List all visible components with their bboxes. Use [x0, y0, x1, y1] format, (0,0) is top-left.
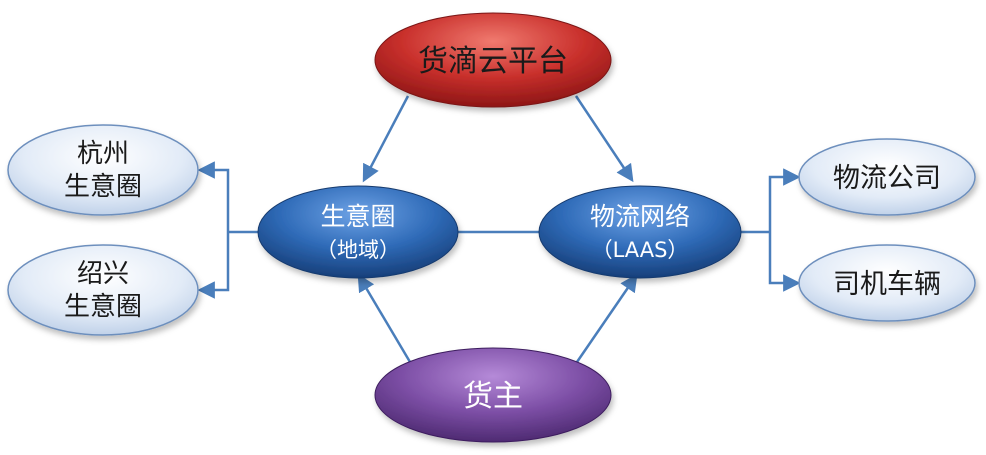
node-logistics-company	[798, 138, 976, 216]
node-network-line1: 物流网络	[590, 202, 690, 231]
node-driver-vehicle-label: 司机车辆	[833, 269, 941, 300]
node-platform	[374, 12, 612, 108]
edge-to-driver-vehicle	[768, 232, 801, 292]
edge-to-shaoxing	[197, 232, 230, 299]
node-network-line2: （LAAS）	[592, 238, 689, 262]
node-shaoxing-line2: 生意圈	[64, 292, 142, 322]
node-driver-vehicle	[798, 244, 976, 322]
edge-platform-to-network	[574, 95, 634, 183]
edge-platform-to-circle	[362, 95, 410, 183]
node-shipper	[374, 347, 612, 443]
node-hangzhou-line2: 生意圈	[64, 172, 142, 202]
node-hangzhou	[7, 124, 199, 216]
node-shaoxing	[7, 244, 199, 336]
edge-to-hangzhou	[197, 161, 230, 232]
node-network	[538, 185, 742, 279]
edge-shipper-to-network	[575, 273, 638, 363]
node-circle-line2: （地域）	[316, 238, 400, 262]
edge-to-logistics-company	[768, 168, 801, 232]
node-circle	[257, 185, 459, 279]
edges	[197, 95, 801, 363]
node-platform-label: 货滴云平台	[418, 44, 568, 79]
node-circle-line1: 生意圈	[320, 202, 395, 231]
node-shaoxing-line1: 绍兴	[77, 259, 129, 289]
edge-shipper-to-circle	[357, 273, 412, 363]
node-hangzhou-line1: 杭州	[77, 139, 129, 169]
node-shipper-label: 货主	[463, 379, 523, 414]
node-logistics-company-label: 物流公司	[833, 163, 941, 194]
